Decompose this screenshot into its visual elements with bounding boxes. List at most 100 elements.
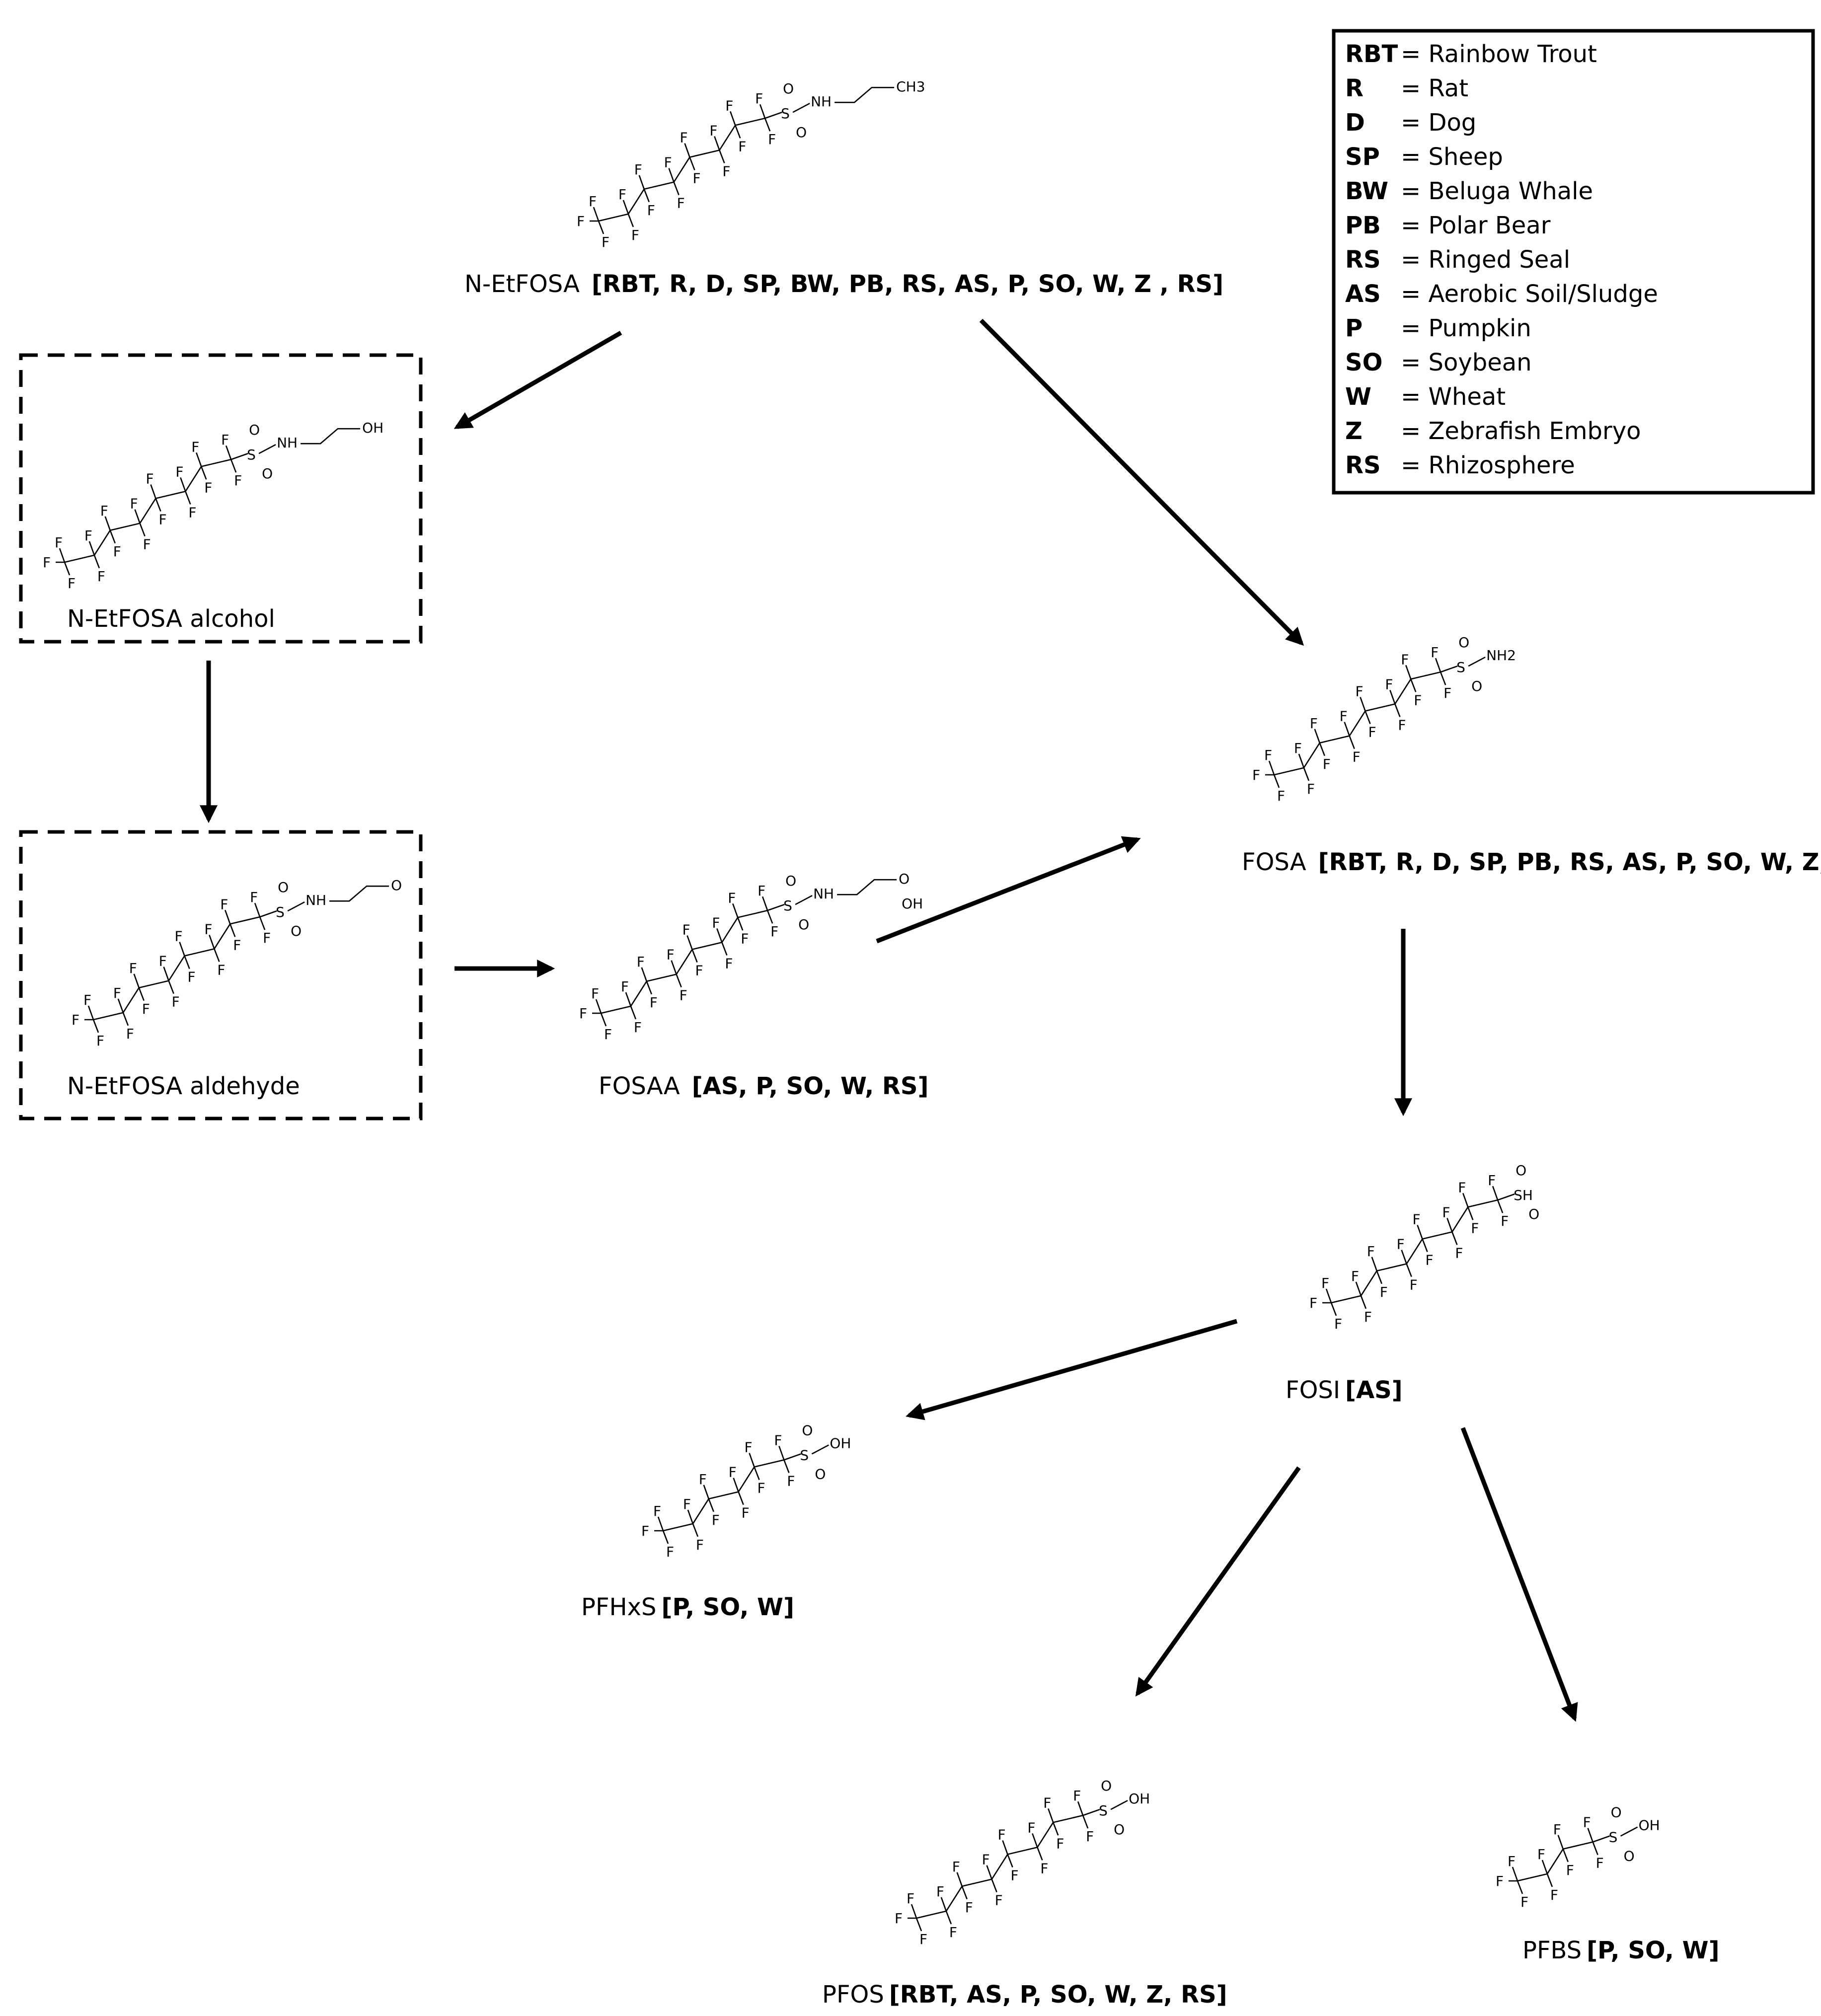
c-f-bond [1355,1281,1362,1296]
fluorine-atom: F [1414,692,1422,708]
fluorine-atom: F [618,186,626,203]
legend-name: = Pumpkin [1401,314,1531,342]
c-f-bond [139,523,146,537]
c-f-bond [986,1865,992,1880]
legend-abbr: Z [1345,417,1363,445]
chain-bonds [1274,671,1441,776]
c-f-bond [229,923,236,937]
fluorine-atom: F [1307,781,1315,797]
fluorine-atom: F [1340,708,1348,725]
c-f-bond [1330,1302,1337,1316]
c-f-bond [761,896,768,911]
c-f-bond [735,125,741,139]
fosaa-name: FOSAA [599,1072,680,1100]
c-f-bond [1032,1833,1038,1848]
fluorine-atom: F [130,496,138,512]
legend-name: = Rat [1401,75,1468,102]
fluorine-atom: F [787,1473,795,1489]
c-f-bond [117,998,124,1013]
head-atom: O [783,80,794,97]
fluorine-atom: F [1442,1204,1450,1220]
fluorine-atom: F [1056,1835,1064,1852]
fluorine-atom: F [696,1537,704,1553]
fluorine-atom: F [757,1480,765,1496]
fluorine-atom: F [712,1512,720,1528]
c-f-bond [732,903,739,918]
head-atom: S [276,904,285,920]
fluorine-atom: F [641,1523,649,1539]
c-f-bond [59,548,66,563]
legend-abbr: RBT [1345,40,1398,68]
c-f-bond [641,967,647,982]
c-f-bond [668,168,675,183]
c-f-bond [593,207,600,222]
c-s-bond [1440,665,1458,673]
c-f-bond [1435,658,1442,672]
fluorine-atom: F [1401,651,1409,668]
fluorine-atom: F [1351,1268,1359,1284]
c-f-bond [1319,743,1325,756]
fluorine-atom: F [158,512,166,528]
head-atom: NH2 [1486,647,1516,664]
c-f-bond [940,1897,947,1912]
fluorine-atom: F [650,994,658,1011]
c-f-bond [708,1498,714,1512]
c-f-bond [1417,1225,1423,1239]
c-f-bond [1394,703,1401,717]
fluorine-atom: F [677,195,685,212]
fluorine-atom: F [220,896,228,912]
side-chain-bonds [329,885,389,902]
head-atom: O [815,1466,826,1482]
fluorine-atom: F [1367,1243,1375,1260]
fluorine-atom: F [1501,1213,1509,1229]
legend-name: = Ringed Seal [1401,246,1570,274]
legend-abbr: P [1345,314,1363,342]
c-s-bond [1593,1835,1610,1843]
fluorine-atom: F [895,1910,903,1927]
fluorine-atom: F [682,922,690,938]
legend-name: = Rhizosphere [1401,451,1575,479]
head-atom: NH [813,886,834,902]
fluorine-atom: F [1252,767,1260,783]
c-f-bond [225,445,232,460]
head-atom: S [781,105,790,122]
fosi-sources: [AS] [1345,1376,1403,1404]
head-atom: O [1471,678,1482,694]
c-f-bond [196,452,202,467]
fluorine-atom: F [172,994,180,1010]
arrow-fosi-to-pfbs [1460,1427,1578,1722]
fluorine-atom: F [725,97,733,114]
fluorine-atom: F [1583,1814,1591,1831]
fluorine-atom: F [692,170,700,187]
c-f-bond [961,1886,968,1900]
c-f-bond [1053,1822,1059,1836]
c-f-bond [1562,1849,1569,1863]
c-f-bond [1546,1873,1553,1887]
head-atom: S [1099,1802,1108,1819]
c-f-bond [643,189,650,203]
c-f-bond [1360,697,1366,711]
fluorine-atom: F [83,992,91,1008]
head-atom: O [899,871,910,887]
fluorine-atom: F [1334,1316,1342,1332]
fluorine-atom: F [699,1471,707,1488]
fluorine-atom: F [758,883,765,899]
fluorine-atom: F [1323,756,1331,772]
legend-abbr: SO [1345,349,1382,376]
fluorine-atom: F [741,930,749,947]
legend-abbr: SP [1345,143,1380,171]
c-f-bond [179,942,185,956]
fluorine-atom: F [100,503,108,519]
fluorine-atom: F [84,527,92,544]
fluorine-atom: F [634,1019,642,1036]
c-f-bond [1451,1231,1458,1245]
c-f-bond [673,182,680,196]
arrow-fosi-to-pfhxs [906,1319,1238,1420]
fluorine-atom: F [1368,724,1376,741]
chain-bonds [1331,1199,1498,1304]
